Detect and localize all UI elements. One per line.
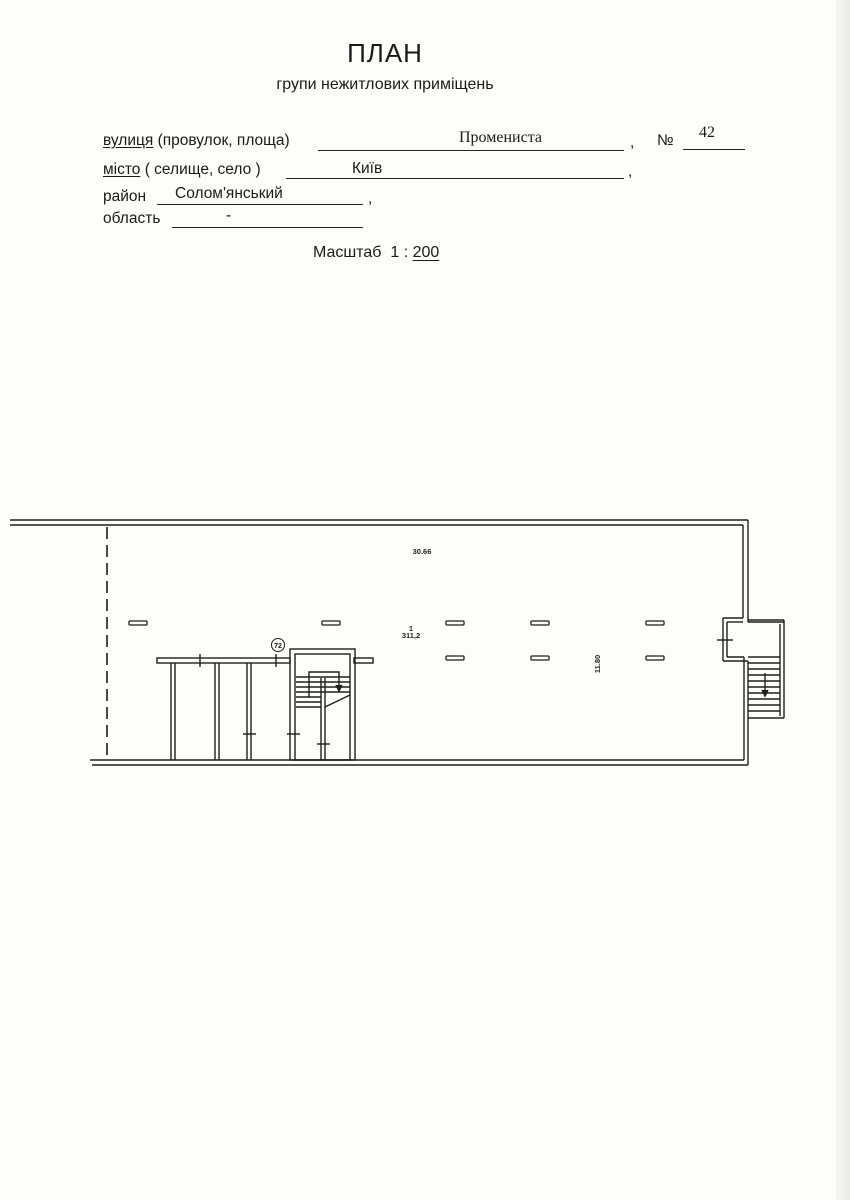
district-value: Солом'янський [175,185,283,202]
region-label: область [103,210,161,227]
street-value: Промениста [459,129,542,146]
city-label: місто ( селище, село ) [103,161,261,179]
city-label-rest: ( селище, село ) [140,161,261,178]
scale-value: 200 [412,244,440,261]
city-label-word: місто [103,161,141,178]
document-subtitle: групи нежитлових приміщень [276,76,494,93]
floor-plan: 72 30.66 1 311,2 11.80 [10,519,785,766]
document-title: ПЛАН [347,38,423,68]
length-dimension: 30.66 [413,547,432,556]
partitions [156,648,374,761]
scale-line: Масштаб 1 : 200 [313,244,439,262]
district-label: район [103,188,147,205]
district-comma: , [368,190,373,207]
width-dimension: 11.80 [593,655,602,673]
street-underline [318,150,624,151]
marker-label: 72 [274,643,282,650]
region-underline [172,227,363,228]
street-label-word: вулиця [103,132,154,149]
scale-label: Масштаб [313,244,382,261]
number-label: № [657,132,674,149]
number-underline [683,149,745,150]
scale-prefix: 1 : [390,244,409,261]
city-underline [286,178,624,179]
room-area: 311,2 [402,631,420,640]
ceiling-fixtures [128,620,665,661]
external-stair [748,619,785,719]
number-value: 42 [699,124,715,141]
room-number: 1 [409,626,413,633]
city-value: Київ [352,160,383,177]
street-label-rest: (провулок, площа) [153,132,290,149]
outer-walls [10,519,784,766]
region-value: - [226,207,232,224]
page-edge [836,0,850,1200]
marker-72: 72 [271,638,285,652]
district-underline [157,204,363,205]
city-comma: , [628,163,633,180]
street-comma: , [630,134,635,151]
street-label: вулиця (провулок, площа) [103,132,290,150]
